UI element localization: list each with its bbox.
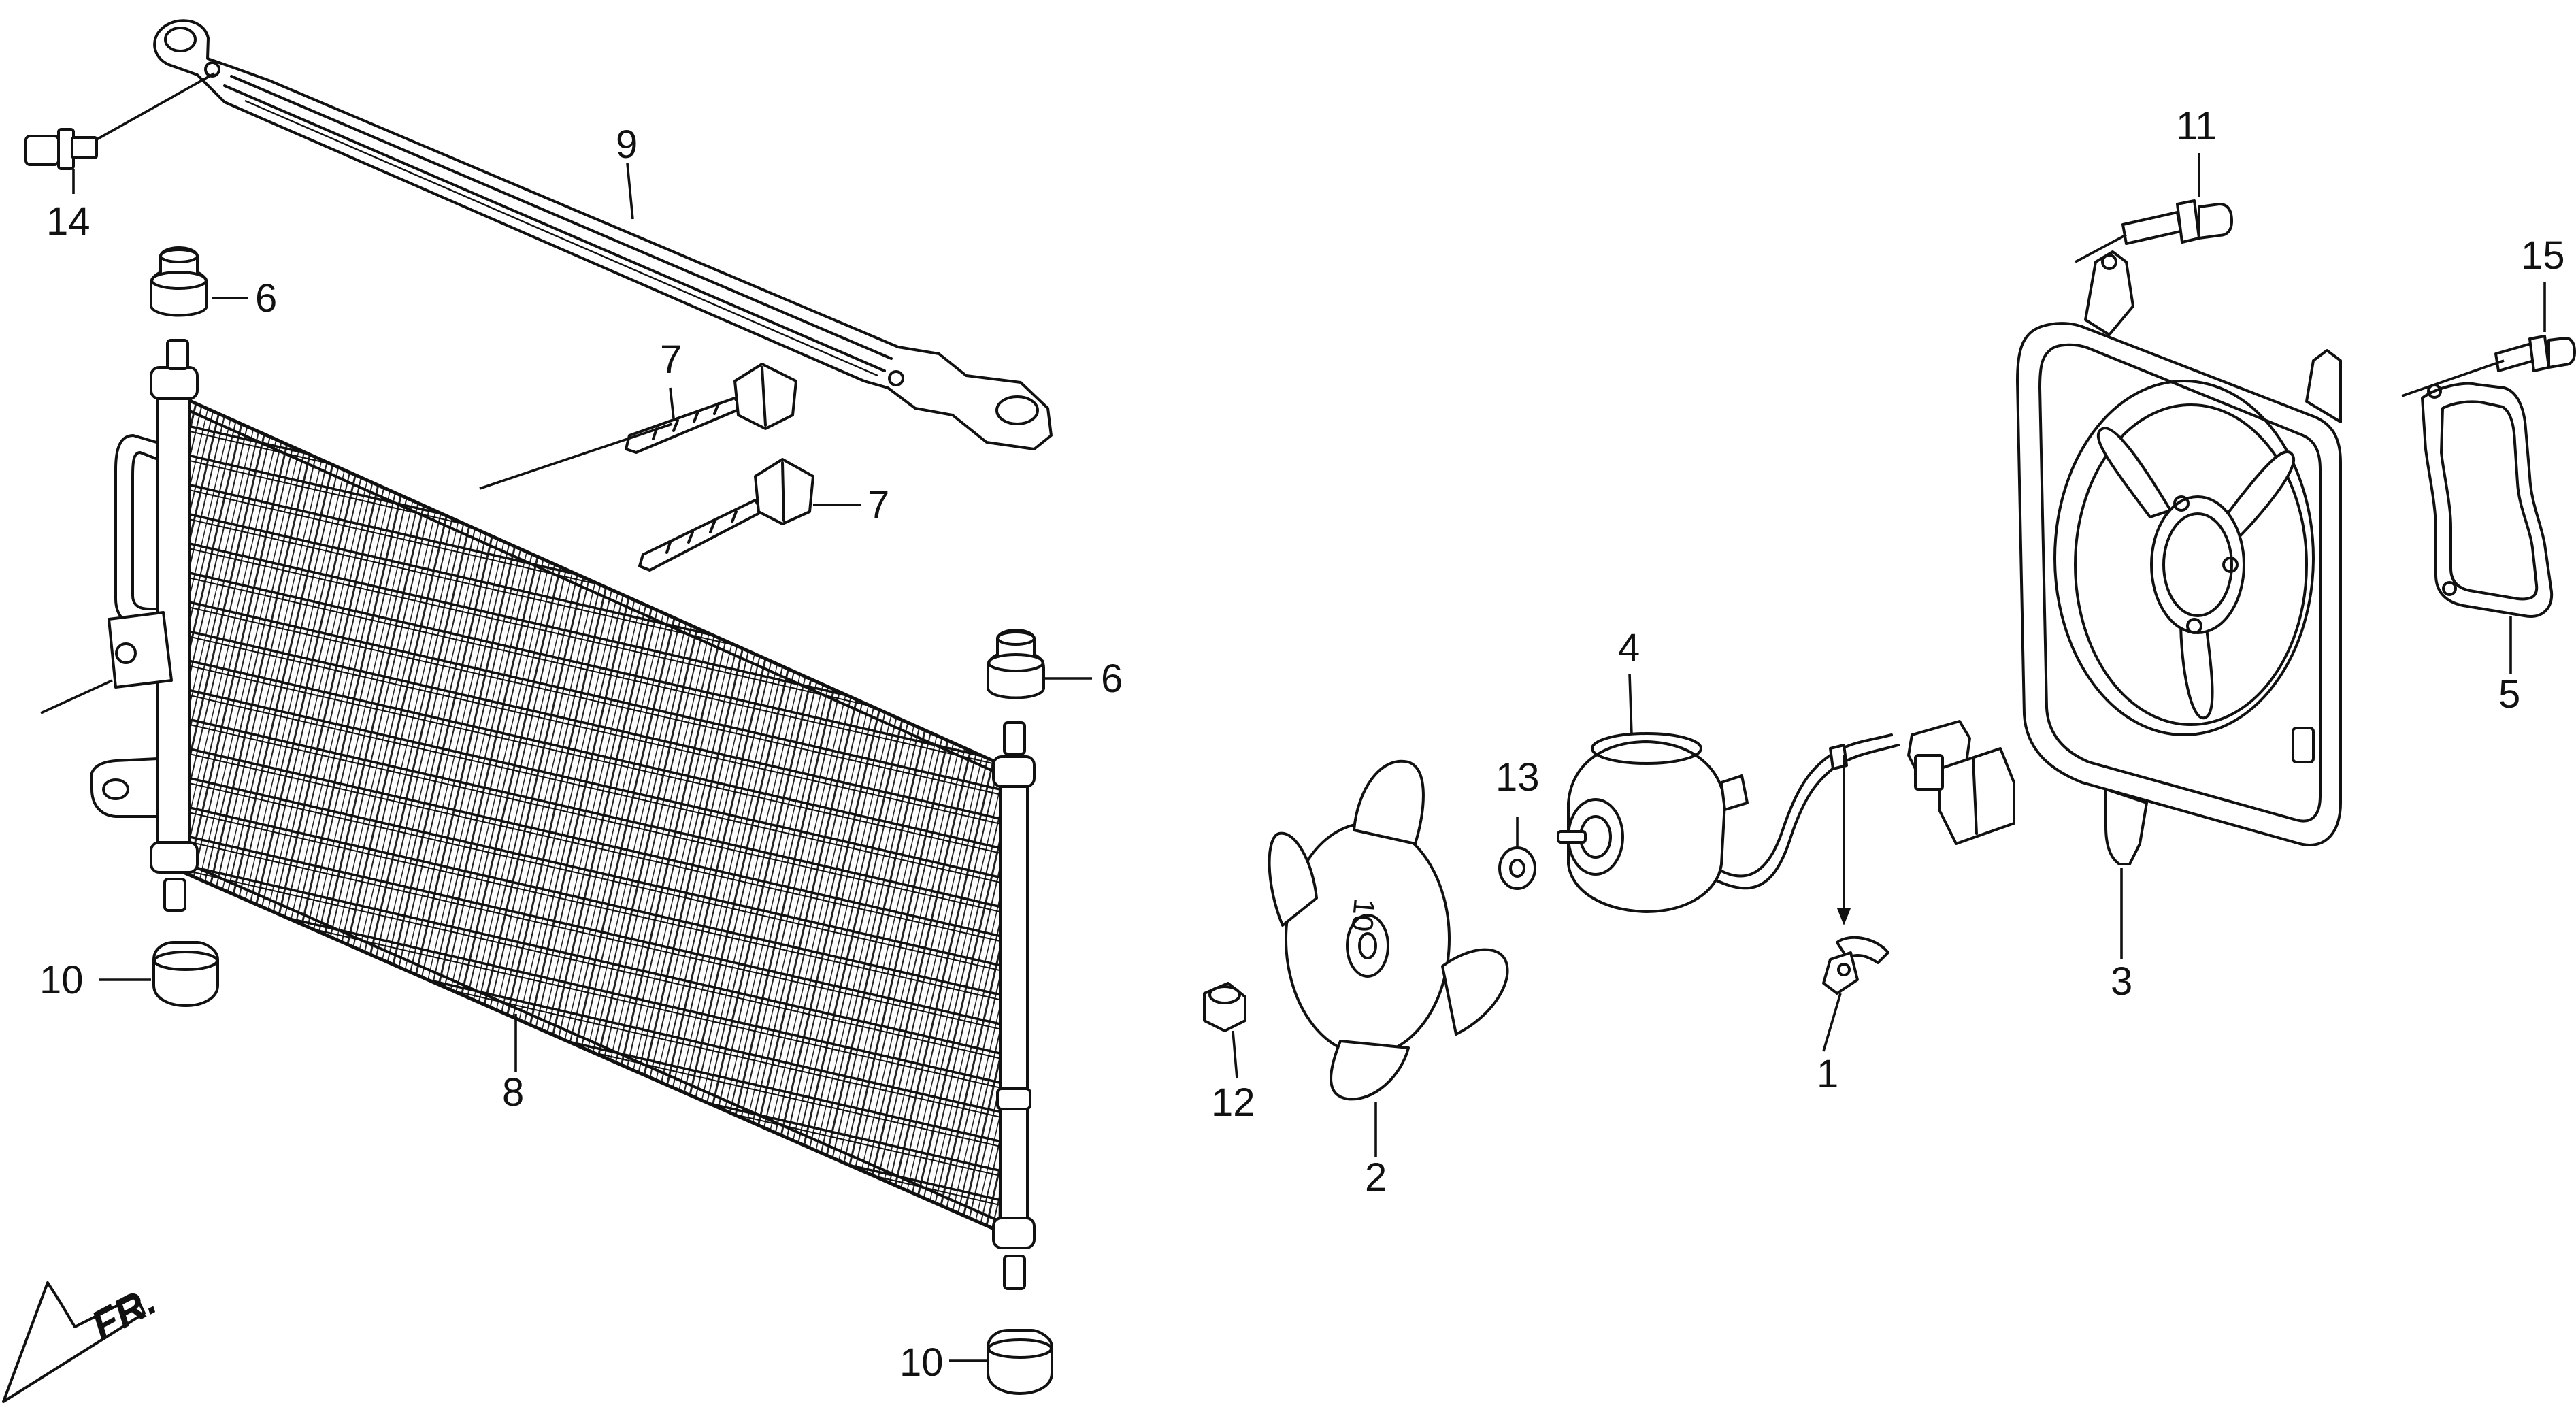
callout-3: 3 — [2111, 959, 2132, 1004]
callout-11: 11 — [2176, 104, 2217, 148]
callout-4: 4 — [1618, 626, 1640, 670]
callout-7-lower: 7 — [868, 483, 889, 527]
bolt-11 — [2121, 199, 2233, 245]
washer-13 — [1498, 846, 1536, 890]
fan-shroud — [2016, 250, 2342, 865]
clip-7-upper — [625, 363, 797, 454]
callout-15: 15 — [2521, 233, 2565, 278]
condenser-left-tank — [40, 366, 199, 874]
shroud-bracket — [2421, 382, 2554, 618]
clip-7-lower — [638, 458, 814, 572]
callout-12: 12 — [1211, 1081, 1255, 1125]
bolt-14 — [24, 128, 98, 170]
callout-13: 13 — [1496, 755, 1540, 799]
cushion-6-right — [987, 629, 1045, 755]
callout-5: 5 — [2498, 672, 2520, 716]
cushion-10-right — [987, 1255, 1053, 1395]
callout-8: 8 — [502, 1070, 524, 1115]
leader-lines — [72, 153, 2546, 1362]
upper-bracket — [153, 19, 1053, 450]
callout-14: 14 — [46, 199, 90, 244]
motor-connector — [1907, 720, 2015, 845]
callout-10-left: 10 — [39, 958, 84, 1002]
cushion-6-left — [150, 246, 208, 370]
callout-2: 2 — [1365, 1155, 1387, 1200]
wire-clip — [1822, 936, 1889, 995]
cushion-10-left — [152, 878, 219, 1007]
fan-blade: 10 — [1268, 759, 1509, 1101]
callout-6-lower: 6 — [1101, 657, 1123, 701]
nut-12 — [1203, 982, 1246, 1032]
fan-motor — [1557, 732, 1900, 913]
bolt-15 — [2494, 335, 2576, 372]
fan-blade-mark: 10 — [1345, 897, 1381, 933]
front-arrow — [2, 1281, 146, 1403]
callout-9: 9 — [616, 122, 638, 167]
callout-1: 1 — [1817, 1052, 1838, 1096]
condenser-right-tank — [992, 755, 1036, 1249]
callout-6-upper: 6 — [255, 276, 277, 320]
callout-7-upper: 7 — [660, 337, 682, 382]
callout-10-right: 10 — [899, 1340, 944, 1385]
